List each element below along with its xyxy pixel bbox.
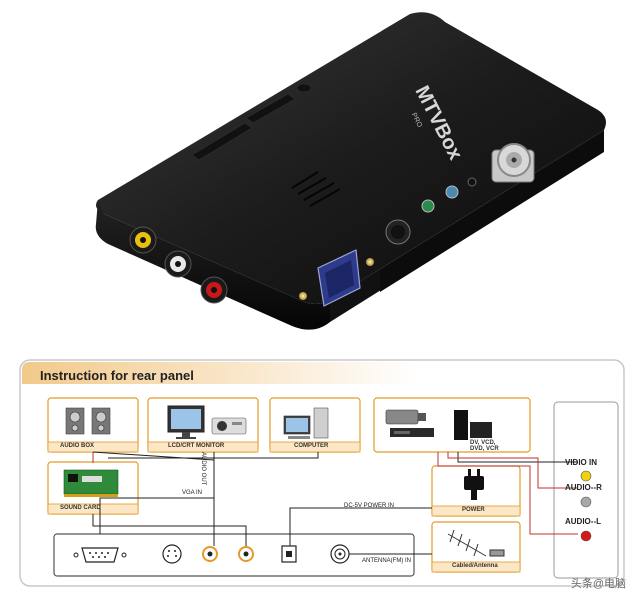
audio-l-label: AUDIO--L bbox=[565, 517, 601, 526]
antenna-icon bbox=[447, 529, 505, 557]
audio-l-jack bbox=[580, 530, 592, 542]
panel-vga-port bbox=[73, 547, 127, 563]
dc-power-label: DC-5V POWER IN bbox=[344, 503, 395, 509]
front-white-jack bbox=[164, 250, 192, 278]
audio-jack-green bbox=[421, 199, 435, 213]
antenna-label: Cabled/Antenna bbox=[452, 563, 498, 569]
game-console-icon bbox=[454, 410, 492, 440]
device-front-side bbox=[95, 200, 330, 330]
diagram-title: Instruction for rear panel bbox=[40, 368, 194, 383]
computer-label: COMPUTER bbox=[294, 443, 329, 449]
monitor-label: LCD/CRT MONITOR bbox=[168, 443, 225, 449]
panel-s-video-port bbox=[162, 544, 182, 564]
dc-jack bbox=[467, 177, 477, 187]
rear-panel bbox=[53, 533, 415, 577]
s-video-port bbox=[385, 219, 411, 245]
panel-antenna-jack bbox=[330, 544, 350, 564]
power-label: POWER bbox=[462, 507, 485, 513]
device-photo: MTVBox PRO bbox=[95, 12, 606, 330]
panel-audio-jack-2 bbox=[238, 546, 254, 562]
device-top-surface bbox=[96, 12, 606, 304]
top-button-3 bbox=[296, 83, 312, 93]
audio-r-label: AUDIO--R bbox=[565, 483, 602, 492]
dvd-player-icon bbox=[390, 428, 434, 437]
vga-in-label: VGA IN bbox=[182, 490, 203, 496]
audio-r-jack bbox=[580, 496, 592, 508]
speaker-icon bbox=[65, 407, 111, 435]
watermark: 头条@电脑 bbox=[570, 578, 626, 590]
projector-icon bbox=[211, 417, 247, 435]
monitor-icon bbox=[167, 405, 205, 439]
vga-port bbox=[299, 249, 374, 307]
top-button-1 bbox=[191, 122, 253, 161]
camcorder-icon bbox=[385, 409, 426, 425]
connection-lines bbox=[92, 451, 578, 555]
audio-out-label: AUDIO OUT bbox=[200, 452, 206, 486]
video-in-label: VIDIO IN bbox=[565, 458, 598, 467]
sound-card-icon bbox=[63, 469, 119, 497]
rear-panel-diagram bbox=[19, 359, 625, 587]
power-plug-icon bbox=[464, 469, 484, 500]
antenna-connector bbox=[491, 143, 535, 183]
speaker-grille bbox=[291, 171, 341, 207]
front-yellow-jack bbox=[129, 226, 157, 254]
top-button-2 bbox=[245, 93, 296, 124]
panel-dc-jack bbox=[281, 545, 297, 563]
antenna-in-label: ANTENNA(FM) IN bbox=[362, 558, 411, 564]
dvd-label: DV, VCD, DVD, VCR bbox=[470, 440, 499, 452]
audio-jack-blue bbox=[445, 185, 459, 199]
audio-box-label: AUDIO BOX bbox=[60, 443, 95, 449]
computer-icon bbox=[283, 407, 329, 439]
front-red-jack bbox=[200, 276, 228, 304]
panel-audio-jack-1 bbox=[202, 546, 218, 562]
video-in-jack bbox=[580, 470, 592, 482]
sound-card-label: SOUND CARD bbox=[60, 505, 101, 511]
